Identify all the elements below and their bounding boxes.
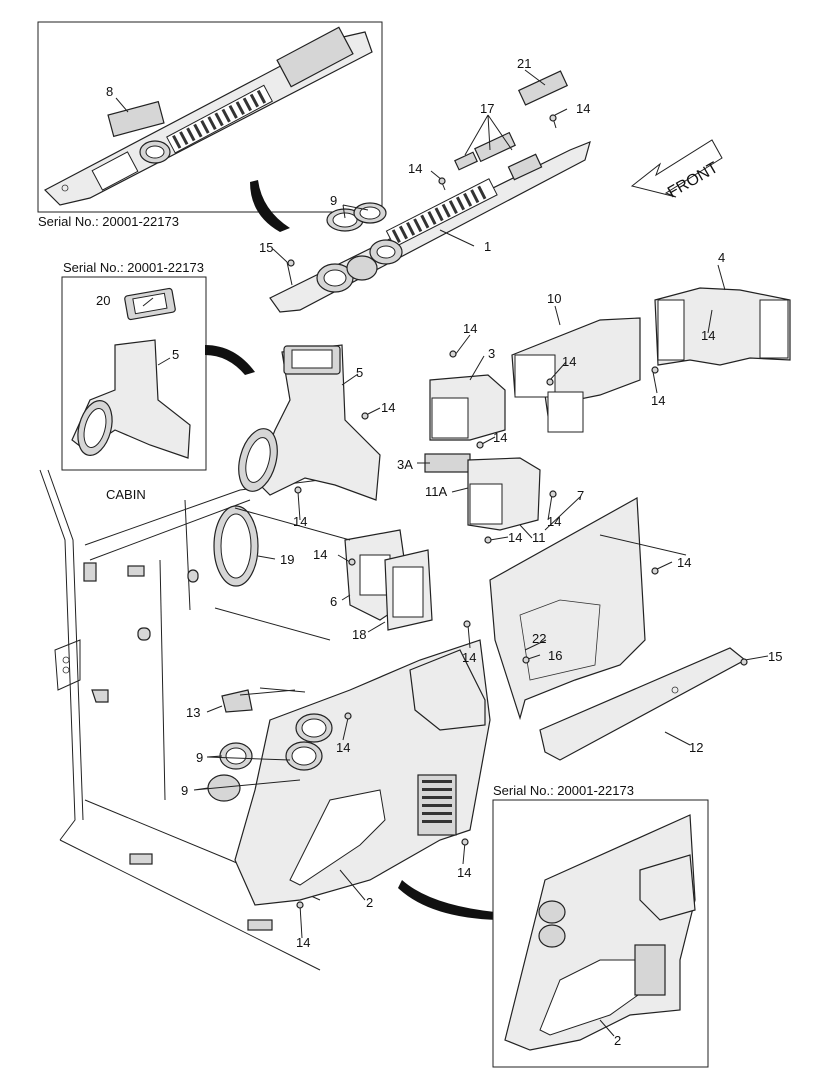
callout-1: 1: [484, 239, 491, 254]
callout-14-e: 14: [562, 354, 576, 369]
callout-5-b: 5: [356, 365, 363, 380]
callout-2-a: 2: [366, 895, 373, 910]
callout-14-j: 14: [547, 514, 561, 529]
callout-14-i: 14: [293, 514, 307, 529]
right-trim-panels: [489, 497, 747, 761]
callout-9-c: 9: [181, 783, 188, 798]
fasteners: [287, 114, 748, 909]
callout-9-a: 9: [330, 193, 337, 208]
inset-vertical-duct: [61, 276, 255, 471]
vertical-duct-part: [213, 344, 381, 587]
callout-16: 16: [548, 648, 562, 663]
callout-14-d: 14: [701, 328, 715, 343]
callout-15-b: 15: [768, 649, 782, 664]
callout-11a: 11A: [425, 484, 447, 499]
overhead-duct-part: [269, 70, 591, 313]
callout-3a: 3A: [397, 457, 413, 472]
callout-11: 11: [532, 530, 546, 545]
callout-7: 7: [577, 488, 584, 503]
callout-10: 10: [547, 291, 561, 306]
callout-22: 22: [532, 631, 546, 646]
callout-14-c: 14: [463, 321, 477, 336]
callout-14-f: 14: [651, 393, 665, 408]
callout-19: 19: [280, 552, 294, 567]
serial-label-bottom: Serial No.: 20001-22173: [493, 783, 634, 798]
serial-label-top: Serial No.: 20001-22173: [38, 214, 179, 229]
callout-17: 17: [480, 101, 494, 116]
callout-14-n: 14: [462, 650, 476, 665]
callout-8: 8: [106, 84, 113, 99]
callout-6: 6: [330, 594, 337, 609]
callout-3: 3: [488, 346, 495, 361]
callout-14-b: 14: [408, 161, 422, 176]
callout-9-b: 9: [196, 750, 203, 765]
duct-connectors: [344, 287, 791, 631]
callout-21: 21: [517, 56, 531, 71]
callout-14-p: 14: [457, 865, 471, 880]
callout-14-m: 14: [677, 555, 691, 570]
callout-18: 18: [352, 627, 366, 642]
callout-14-l: 14: [313, 547, 327, 562]
side-panel-part: [207, 639, 498, 920]
callout-14-h: 14: [493, 430, 507, 445]
callout-14-g: 14: [381, 400, 395, 415]
labels: Serial No.: 20001-22173 Serial No.: 2000…: [38, 56, 782, 1048]
inset-side-panel: [492, 799, 709, 1068]
callout-20: 20: [96, 293, 110, 308]
callout-14-a: 14: [576, 101, 590, 116]
serial-label-left: Serial No.: 20001-22173: [63, 260, 204, 275]
inset-overhead-duct: [37, 21, 383, 232]
callout-14-q: 14: [296, 935, 310, 950]
callout-12: 12: [689, 740, 703, 755]
callout-14-o: 14: [336, 740, 350, 755]
callout-13: 13: [186, 705, 200, 720]
callout-15-a: 15: [259, 240, 273, 255]
leader-lines: [115, 69, 769, 1037]
front-arrow: FRONT: [630, 139, 723, 201]
cabin-label: CABIN: [106, 487, 146, 502]
callout-5-a: 5: [172, 347, 179, 362]
callout-4: 4: [718, 250, 725, 265]
callout-2-b: 2: [614, 1033, 621, 1048]
callout-14-k: 14: [508, 530, 522, 545]
